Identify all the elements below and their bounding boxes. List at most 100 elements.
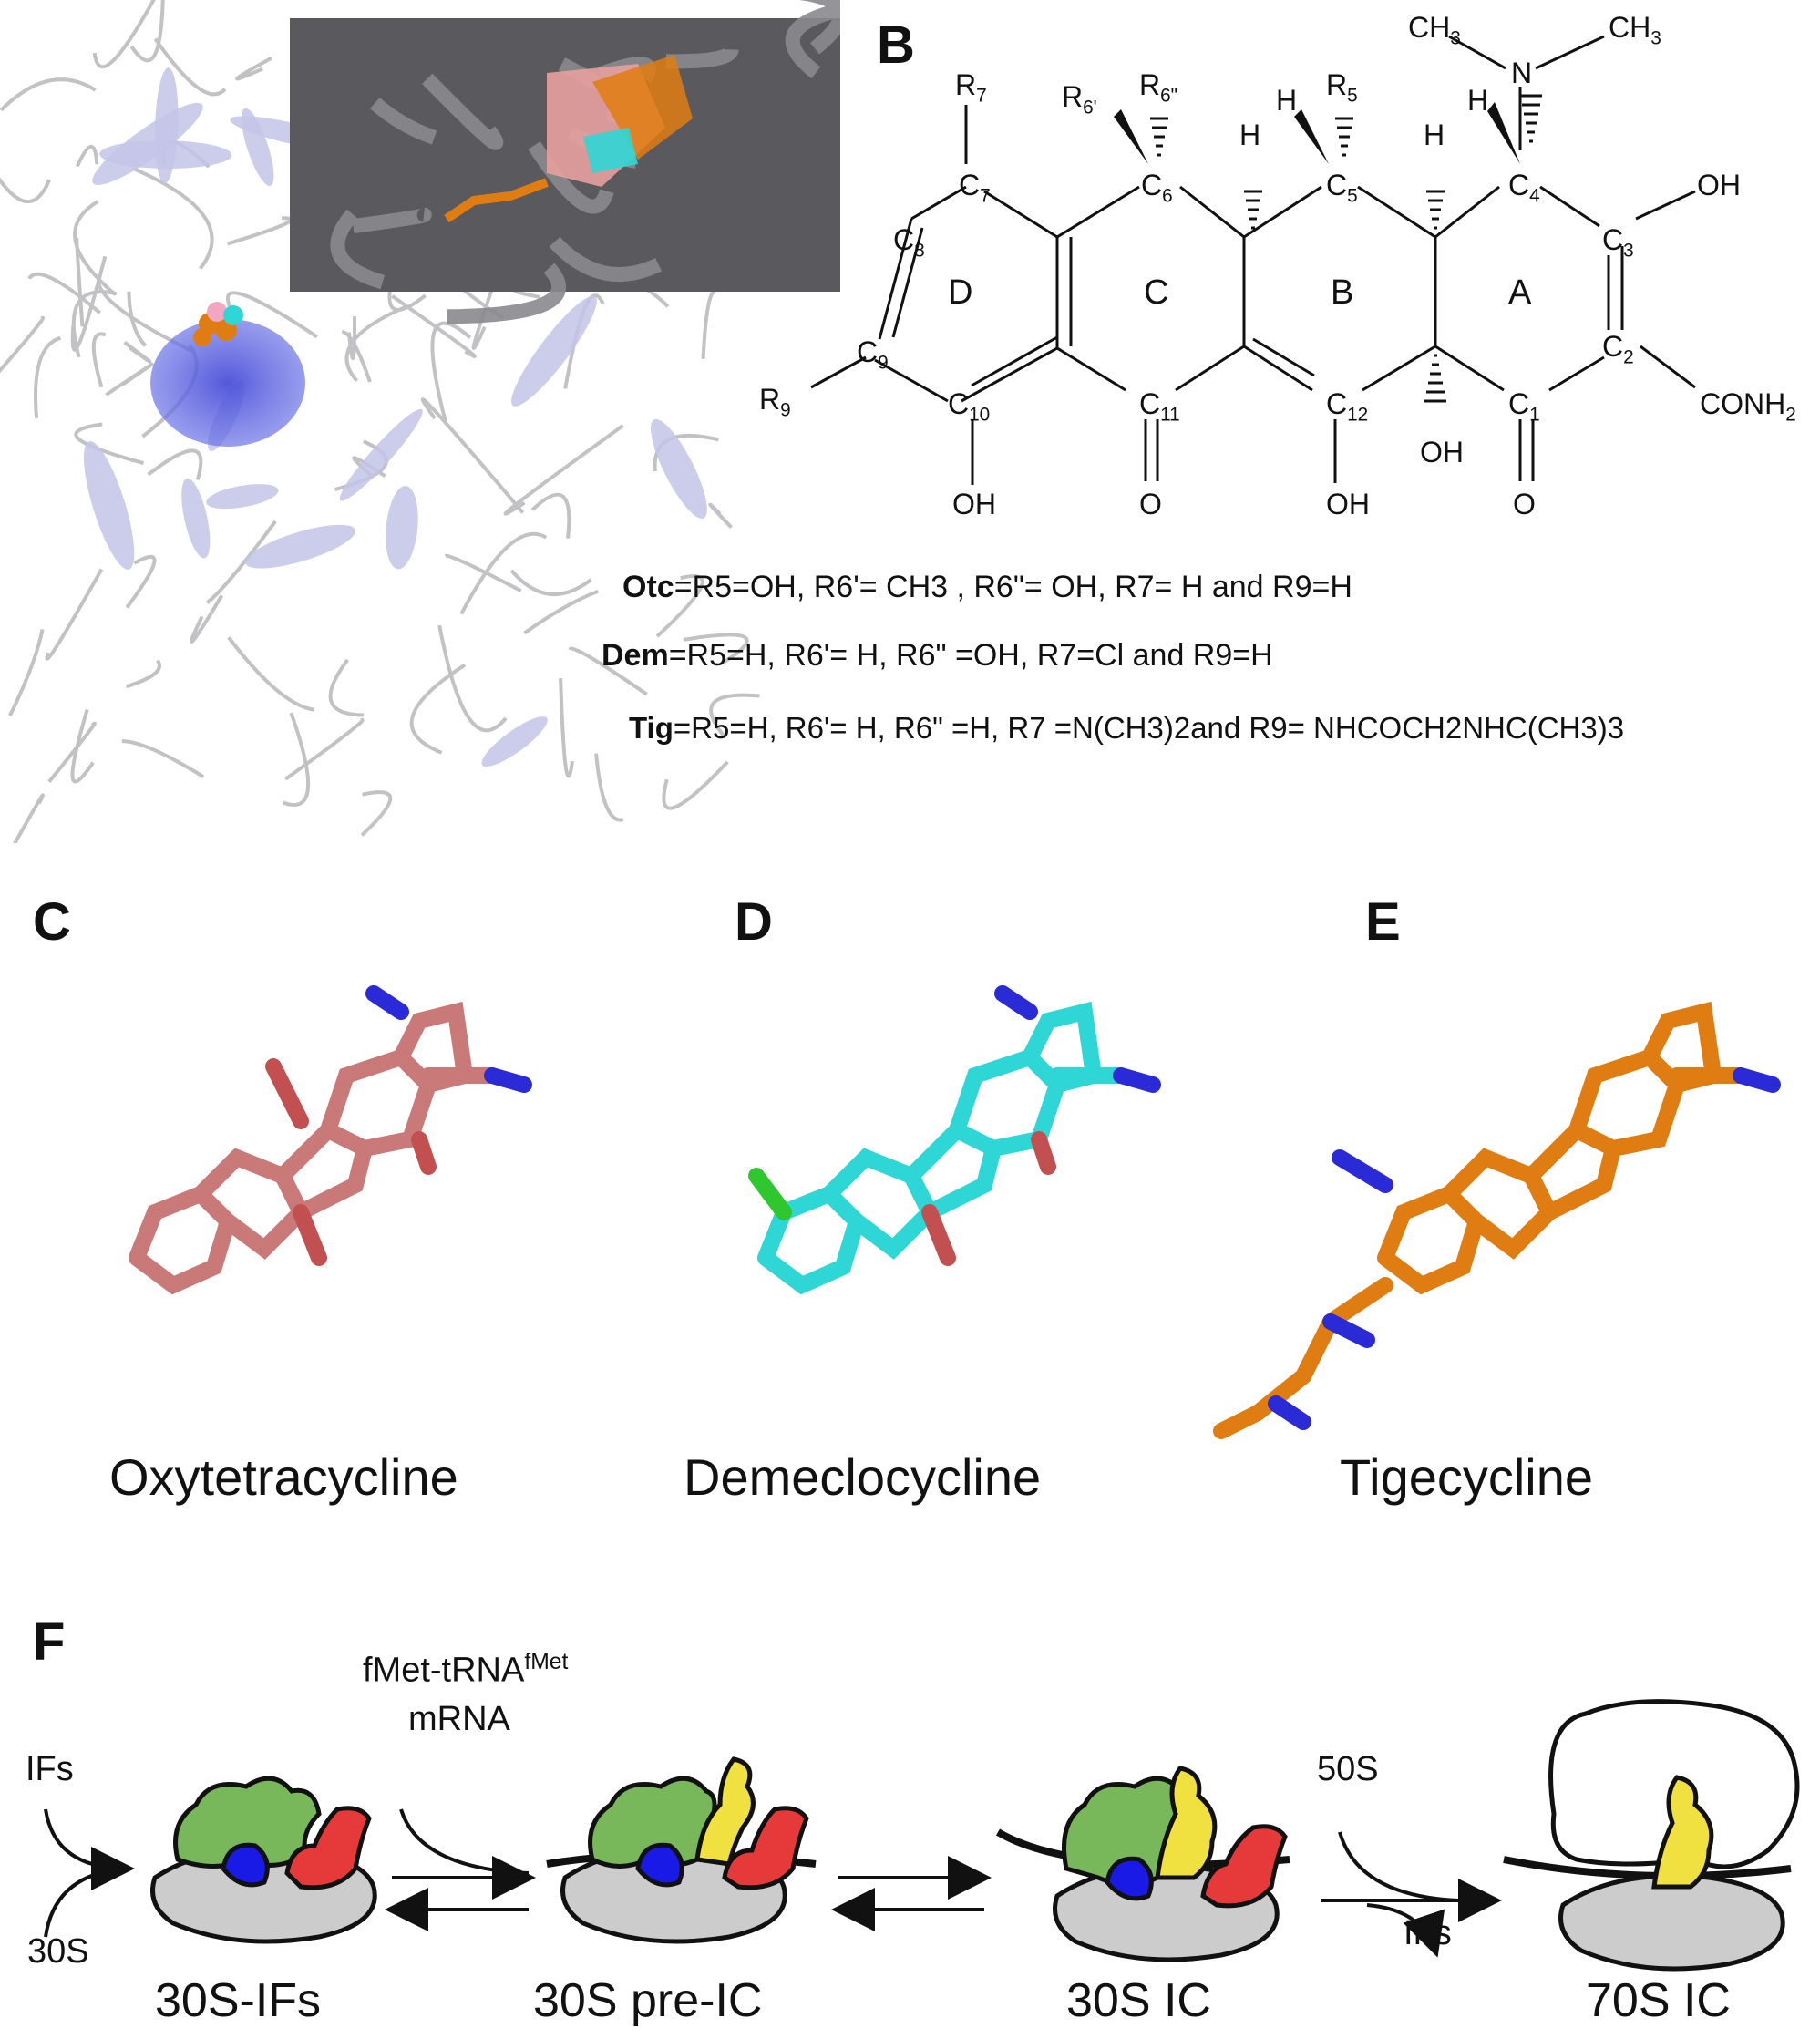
c2-label: C2 xyxy=(1602,330,1634,368)
inset-strand xyxy=(370,98,437,145)
rrna-strand xyxy=(708,502,733,530)
rrna-strand xyxy=(282,712,311,807)
demeclocycline-label: Demeclocycline xyxy=(684,1448,1042,1506)
h-junction-1: H xyxy=(1239,118,1261,151)
mrna-label: mRNA xyxy=(408,1700,510,1738)
rrna-strand xyxy=(13,793,45,843)
r6prime-label: R6' xyxy=(1062,80,1097,118)
rrna-strand xyxy=(420,397,525,514)
stage-label-70s-ic: 70S IC xyxy=(1586,1974,1731,2027)
rrna-strand xyxy=(75,145,99,168)
stereo-wedges xyxy=(1114,102,1520,164)
rrna-strand xyxy=(284,717,365,781)
if1-shape xyxy=(1105,1856,1154,1901)
ribosome-30s xyxy=(1558,1873,1785,1972)
trna-shape xyxy=(694,1756,756,1867)
rrna-strand xyxy=(346,316,357,361)
rrna-strand xyxy=(105,362,154,396)
stage-label-30s-pre-ic: 30S pre-IC xyxy=(533,1974,763,2027)
o-c11-label: O xyxy=(1139,488,1162,520)
protein-helix xyxy=(245,524,356,569)
rrna-strand xyxy=(121,739,205,778)
rrna-strand xyxy=(655,574,704,638)
rrna-strand xyxy=(125,554,157,609)
rrna-strand xyxy=(360,790,393,837)
rrna-strand xyxy=(409,663,467,755)
ifs-input-label: IFs xyxy=(26,1750,74,1788)
rrna-strand xyxy=(0,177,52,204)
rrna-strand xyxy=(227,636,315,712)
rrna-strand xyxy=(225,291,318,339)
ring-label-b: B xyxy=(1331,273,1354,312)
ribosome-cartoon-svg xyxy=(0,0,840,843)
c7-label: C7 xyxy=(959,169,991,207)
30s-input-label: 30S xyxy=(27,1932,89,1971)
inset-strand xyxy=(665,46,739,69)
mrna-strand xyxy=(1503,1856,1792,1879)
rrna-strand xyxy=(47,721,97,783)
trna-shape xyxy=(1155,1766,1218,1880)
r5-label: R5 xyxy=(1326,68,1358,107)
rrna-strand xyxy=(8,629,45,716)
if1-shape xyxy=(221,1842,270,1888)
stereo-hashes xyxy=(1150,94,1542,403)
rrna-strand xyxy=(683,633,749,664)
otc-definition: Otc=R5=OH, R6'= CH3 , R6"= OH, R7= H and… xyxy=(622,570,1352,604)
tig-definition: Tig=R5=H, R6'= H, R6" =H, R7 =N(CH3)2and… xyxy=(629,711,1625,745)
c8-label: C8 xyxy=(893,223,925,262)
oxytetracycline-model xyxy=(129,985,532,1295)
ifs-release-label: IFs xyxy=(1404,1914,1452,1952)
demeclocycline-model xyxy=(748,985,1161,1295)
rrna-strand xyxy=(0,315,45,374)
rrna-strand xyxy=(328,658,365,717)
rrna-strand xyxy=(530,492,571,539)
oxytetracycline-label: Oxytetracycline xyxy=(109,1448,458,1506)
stage-70s-ic xyxy=(1503,1699,1800,1972)
rrna-strand xyxy=(70,255,108,352)
r9-label: R9 xyxy=(759,383,791,421)
tigecycline-model xyxy=(1213,1001,1781,1439)
o-c1-label: O xyxy=(1513,488,1536,520)
if2-shape xyxy=(1200,1824,1288,1909)
rrna-strand xyxy=(70,708,95,784)
rrna-strand xyxy=(125,659,161,689)
r7-label: R7 xyxy=(955,68,987,107)
protein-helix xyxy=(386,486,418,570)
c9-label: C9 xyxy=(857,335,889,374)
inset-strand xyxy=(785,2,840,79)
h-c4-label: H xyxy=(1467,84,1489,117)
rrna-strand xyxy=(391,294,477,358)
rrna-strand xyxy=(568,646,648,696)
dem-definition: Dem=R5=H, R6'= H, R6" =OH, R7=Cl and R9=… xyxy=(602,638,1273,673)
r6doubleprime-label: R6" xyxy=(1139,68,1178,107)
rrna-strand xyxy=(205,520,277,604)
rrna-strand xyxy=(459,531,548,615)
rrna-strand xyxy=(45,568,104,661)
inset-strand xyxy=(422,73,504,150)
c3-label: C3 xyxy=(1602,223,1634,262)
conh2-label: CONH2 xyxy=(1700,387,1796,426)
c11-label: C11 xyxy=(1139,387,1180,426)
rrna-strand xyxy=(235,56,272,81)
oh-c12-label: OH xyxy=(1326,488,1370,520)
protein-helix xyxy=(511,295,597,407)
rrna-strand xyxy=(91,332,107,388)
protein-helix xyxy=(339,408,423,501)
rrna-strand xyxy=(190,594,224,644)
oh-c10-label: OH xyxy=(952,488,996,520)
panel-label-b: B xyxy=(877,15,915,75)
nitrogen-label: N xyxy=(1511,57,1533,89)
inset-strand xyxy=(447,263,567,324)
rrna-strand xyxy=(127,291,148,347)
bound-tetracyclines xyxy=(193,302,243,346)
ring-label-a: A xyxy=(1508,273,1532,312)
protein-helix xyxy=(83,441,135,570)
trna-shape xyxy=(1651,1775,1714,1890)
if2-shape xyxy=(722,1806,809,1890)
rrna-strand xyxy=(27,272,101,314)
rrna-strand xyxy=(559,678,574,778)
rrna-strand xyxy=(437,624,508,733)
initiation-scheme-svg xyxy=(44,1699,1800,1972)
rrna-strand xyxy=(96,274,193,353)
stage-30s-ifs xyxy=(150,1776,377,1944)
